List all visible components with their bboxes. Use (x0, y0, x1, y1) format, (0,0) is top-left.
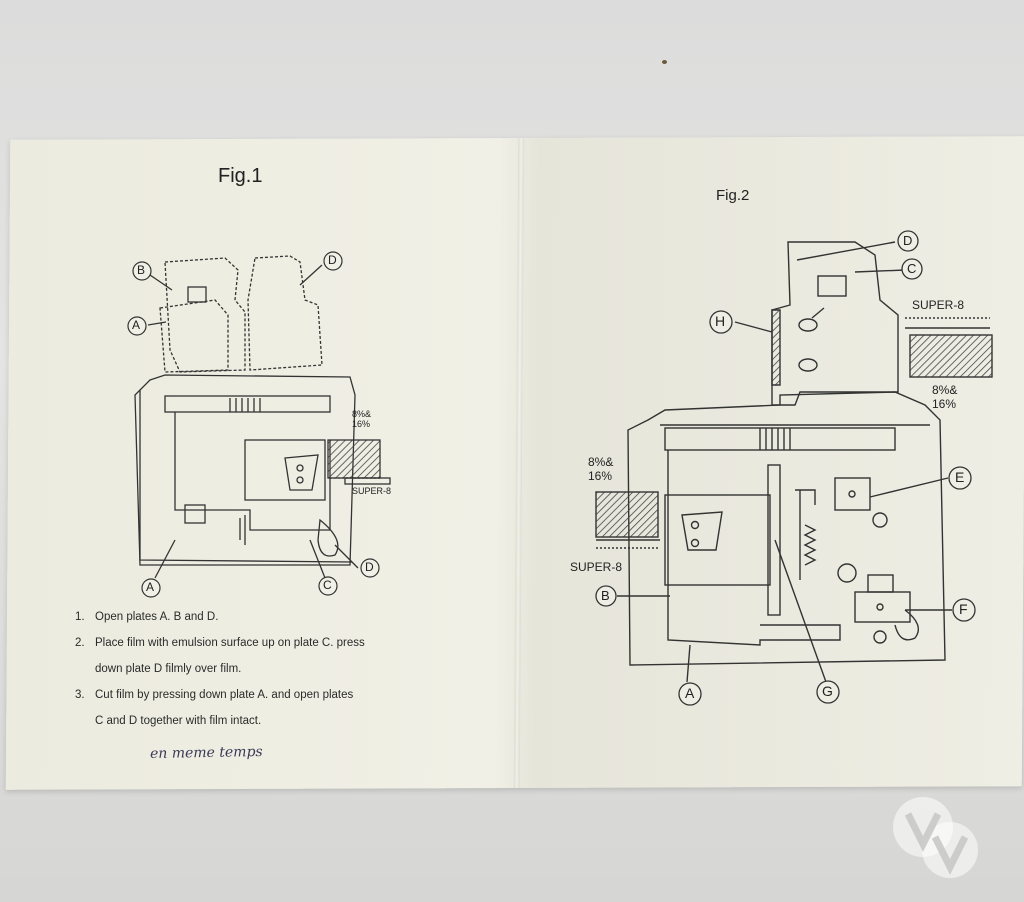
cutter-edge (239, 515, 246, 545)
pin-plate (284, 454, 319, 491)
step-text-line2: down plate D filmly over film. (95, 662, 242, 675)
instruction-step: 2. Place film with emulsion surface up o… (75, 636, 505, 677)
fig2-label-g: G (822, 683, 833, 699)
fig2-right-film-size: 8%& 16% (932, 383, 958, 412)
step-text: Cut film by pressing down plate A. and o… (95, 688, 354, 701)
instruction-step: 3. Cut film by pressing down plate A. an… (75, 688, 505, 729)
instructions-list: 1. Open plates A. B and D. 2. Place film… (75, 610, 505, 740)
hinge-spring-fig2 (759, 428, 791, 450)
fig2-label-c: C (907, 261, 917, 276)
left-film-hatch (595, 491, 659, 538)
pin-plate-fig2 (681, 511, 723, 551)
fig1-label-c-bottom: C (323, 578, 332, 592)
latch (317, 518, 339, 557)
splicer-base-fig2 (627, 391, 946, 666)
step-number: 2. (75, 636, 85, 649)
step-number: 1. (75, 611, 85, 623)
plate-e (834, 477, 871, 511)
step-text: Place film with emulsion surface up on p… (95, 636, 365, 649)
plate-b-outline (164, 257, 246, 373)
plate-window (187, 286, 207, 303)
fig1-label-b: B (137, 263, 146, 277)
splicer-inner-edge (139, 390, 353, 563)
hinge-rod-fig2 (664, 427, 896, 451)
step-text-line2: C and D together with film intact. (95, 714, 262, 727)
watermark-logo (893, 797, 978, 878)
figure1-title: Fig.1 (218, 165, 263, 187)
lower-plate (667, 450, 841, 646)
paper-speck (662, 60, 667, 64)
cutter-block (184, 504, 206, 524)
fig2-label-f: F (959, 601, 968, 617)
fig2-right-super8-label: SUPER-8 (912, 298, 965, 312)
fig1-super8-label: SUPER-8 (352, 486, 392, 496)
splicer-base (134, 374, 356, 566)
plate-c (244, 439, 326, 501)
fig2-left-film-size: 8%& 16% (588, 455, 614, 484)
upper-window (817, 275, 847, 297)
cutter-spring-post (795, 489, 816, 580)
plate-body (174, 412, 331, 531)
fig2-label-h: H (715, 313, 726, 329)
fig1-label-a-top: A (132, 318, 141, 332)
figure2-title: Fig.2 (716, 187, 750, 204)
step-text: Open plates A. B and D. (95, 611, 219, 623)
fig2-label-d: D (903, 233, 913, 248)
fig2-left-super8-label: SUPER-8 (570, 560, 623, 574)
fig1-film-size-label: 8%& 16% (352, 409, 372, 429)
fig2-label-a: A (685, 685, 695, 701)
hinge-spring (229, 398, 261, 412)
fig2-label-e: E (955, 469, 965, 485)
instruction-step: 1. Open plates A. B and D. (75, 610, 505, 625)
plate-h-edge (771, 309, 781, 386)
plate-d-outline (247, 255, 323, 371)
fig1-label-d-top: D (328, 253, 337, 267)
step-number: 3. (75, 688, 85, 701)
fig1-label-d-bottom: D (365, 560, 374, 574)
cutter-spring (803, 524, 817, 566)
right-film-hatch (909, 334, 993, 378)
plate-b (664, 494, 771, 586)
fig2-label-b: B (601, 588, 610, 603)
cutter-g (767, 464, 781, 616)
fig1-label-a-bottom: A (146, 580, 155, 594)
handwritten-note: en meme temps (149, 744, 263, 762)
film-super8 (344, 477, 391, 485)
film-8-16 (327, 439, 381, 479)
upper-plate (771, 241, 899, 406)
